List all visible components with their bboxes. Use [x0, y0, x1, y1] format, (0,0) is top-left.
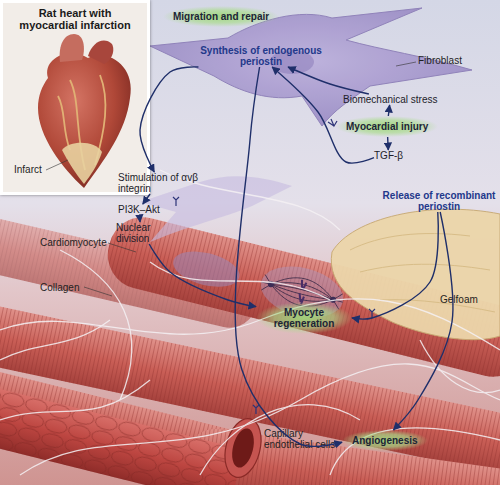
capillary-opening [219, 415, 267, 481]
outcome-highlight: Myocyte regeneration [256, 302, 352, 334]
chromosomes [296, 280, 308, 305]
collagen-fiber [200, 405, 360, 475]
collagen-fiber [330, 428, 500, 475]
collagen-fiber [20, 364, 500, 475]
capillary-lumen [228, 426, 257, 470]
process-arrow [143, 194, 150, 204]
part-label: Capillary endothelial cells [264, 428, 344, 450]
part-label: Cardiomyocyte [40, 237, 107, 248]
process-text: Synthesis of endogenous periostin [198, 45, 324, 67]
integrin-receptors [173, 119, 375, 414]
signal-text: TGF-β [374, 150, 403, 161]
outcome-label: Angiogenesis [352, 435, 418, 446]
step-text: Nuclear division [116, 222, 166, 244]
process-text: Release of recombinant periostin [378, 190, 500, 212]
event-highlight: Myocardial injury [336, 116, 438, 137]
part-label: Infarct [14, 164, 42, 175]
outcome-label: Migration and repair [173, 11, 269, 22]
step-label: Nuclear division [116, 222, 166, 244]
stimulus-text: Biomechanical stress [343, 94, 437, 105]
event-label: Myocardial injury [346, 121, 428, 132]
panel-title: Rat heart with myocardial infarction [9, 7, 141, 31]
aorta [60, 34, 84, 62]
collagen-fiber [420, 340, 500, 393]
heart [38, 53, 131, 188]
step-text: Stimulation of αvβ integrin [118, 172, 198, 194]
collagen-fiber [0, 299, 500, 350]
fibroblast-cell [140, 176, 292, 242]
pathway-text: PI3K–Akt [118, 204, 160, 215]
inset-background [0, 0, 150, 195]
outcome-highlight: Migration and repair [163, 6, 279, 27]
integrin-receptor [369, 309, 375, 318]
process-label: Synthesis of endogenous periostin [198, 45, 324, 67]
part-label: Fibroblast [418, 55, 462, 66]
leader-line [46, 160, 68, 170]
collagen-fibers [0, 170, 500, 475]
process-arrow [393, 212, 453, 430]
pathway-label: PI3K–Akt [118, 204, 160, 215]
stimulus-label: Biomechanical stress [343, 94, 437, 105]
integrin-receptor [173, 197, 179, 206]
process-arrow [387, 137, 389, 150]
process-arrow [288, 67, 369, 94]
process-arrow [139, 215, 141, 222]
integrin-receptor [253, 405, 259, 414]
leader-line [108, 243, 136, 252]
collagen-fiber [0, 380, 150, 420]
collagen-fiber [0, 320, 110, 360]
part-label: Gelfoam [440, 294, 478, 305]
leader-line [396, 62, 416, 66]
collagen-fiber [150, 262, 330, 300]
outcome-highlight: Angiogenesis [342, 430, 428, 451]
process-arrow [388, 105, 389, 116]
process-arrow [149, 244, 256, 307]
gelfoam-texture [350, 234, 495, 312]
process-arrow [235, 67, 342, 446]
process-label: Release of recombinant periostin [378, 190, 500, 212]
gelfoam-sponge [331, 209, 500, 340]
pulmonary-artery [88, 40, 113, 64]
part-label: Collagen [40, 282, 79, 293]
collagen-fiber [60, 250, 132, 400]
signal-label: TGF-β [374, 150, 403, 161]
leader-line [84, 287, 112, 296]
outcome-label: Myocyte regeneration [266, 307, 342, 329]
step-label: Stimulation of αvβ integrin [118, 172, 198, 194]
nucleus [169, 245, 243, 293]
process-arrow [352, 212, 438, 319]
infarct-area [62, 143, 102, 184]
